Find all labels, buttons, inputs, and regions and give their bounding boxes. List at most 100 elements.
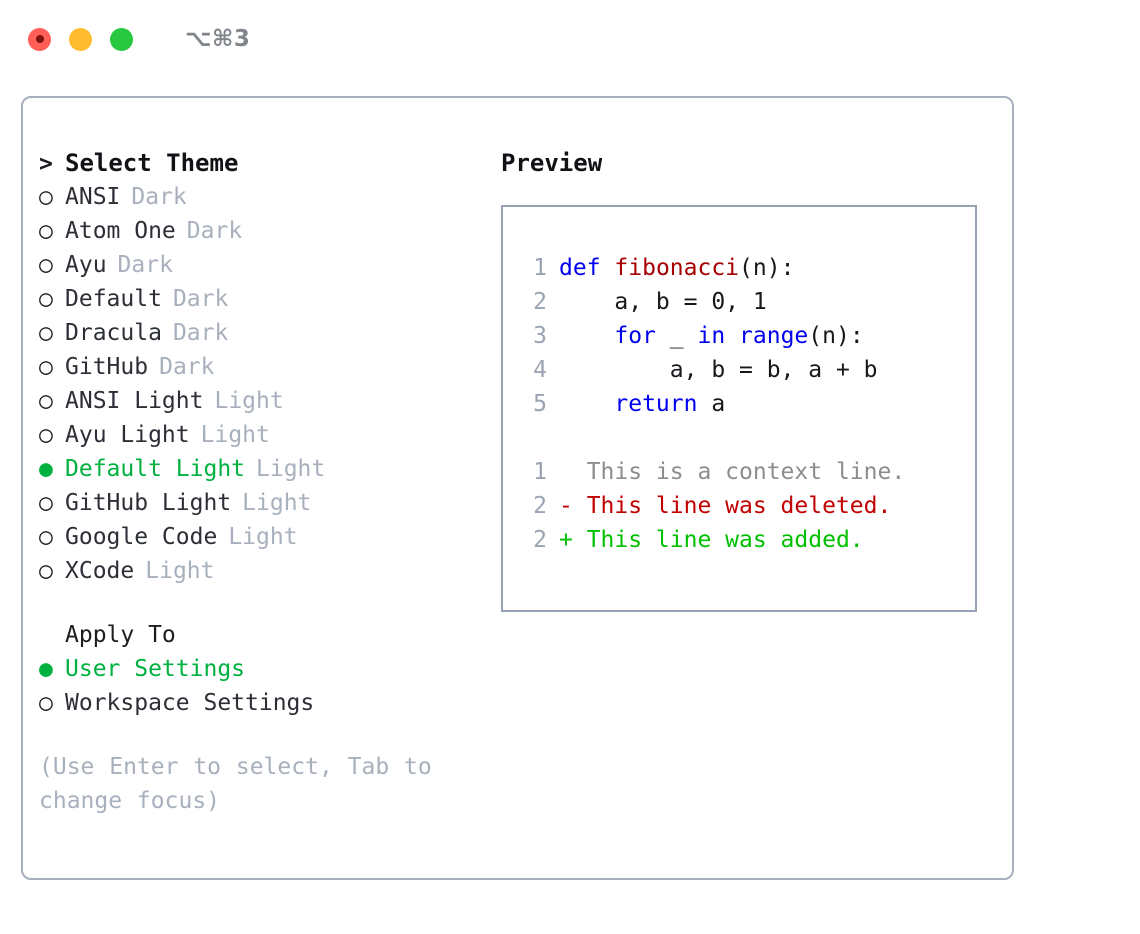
- code-token: [559, 323, 614, 349]
- apply-to-options: ●User Settings ○ Workspace Settings: [39, 652, 469, 720]
- theme-category: Light: [145, 558, 215, 584]
- code-token: fibonacci: [614, 255, 740, 281]
- radio-unselected-icon: ○: [39, 422, 53, 448]
- radio-unselected-icon: ○: [39, 490, 53, 516]
- theme-category: Dark: [172, 286, 229, 312]
- code-token: for: [614, 323, 656, 349]
- theme-category: Light: [228, 524, 298, 550]
- line-number: 3: [533, 323, 547, 349]
- theme-name: Dracula: [65, 320, 162, 346]
- line-number: 1: [533, 459, 547, 485]
- theme-category: Light: [256, 456, 326, 482]
- prompt-caret-icon: >: [39, 151, 53, 177]
- code-text: def fibonacci(n):: [559, 251, 794, 285]
- theme-list-item[interactable]: ○ Dracula Dark: [39, 316, 469, 350]
- close-button[interactable]: [28, 27, 51, 51]
- diff-text: - This line was deleted.: [559, 493, 892, 519]
- theme-category: Light: [214, 388, 284, 414]
- theme-name: Default Light: [65, 456, 246, 482]
- line-number: 2: [533, 289, 547, 315]
- title-bar: ⌥⌘3: [0, 0, 1140, 78]
- theme-category: Dark: [131, 184, 187, 210]
- line-number: 1: [533, 255, 547, 281]
- line-number: 2: [533, 493, 547, 519]
- theme-category: Dark: [186, 218, 243, 244]
- theme-list-item[interactable]: ○ Ayu Light Light: [39, 418, 469, 452]
- select-theme-heading: > Select Theme: [39, 146, 469, 180]
- radio-unselected-icon: ○: [39, 354, 53, 380]
- theme-list-item[interactable]: ○ Ayu Dark: [39, 248, 469, 282]
- diff-line: 2 - This line was deleted.: [517, 489, 975, 523]
- radio-unselected-icon: ○: [39, 388, 53, 414]
- radio-unselected-icon: ○: [39, 558, 53, 584]
- code-token: range: [739, 323, 809, 349]
- code-text: for _ in range(n):: [559, 319, 864, 353]
- radio-unselected-icon: ○: [39, 524, 53, 550]
- apply-to-option-label: Workspace Settings: [65, 690, 315, 716]
- radio-unselected-icon: ○: [39, 320, 53, 346]
- radio-unselected-icon: ○: [39, 286, 53, 312]
- maximize-button[interactable]: [110, 27, 133, 51]
- code-token: [725, 323, 739, 349]
- theme-name: GitHub Light: [65, 490, 232, 516]
- code-token: def: [559, 255, 601, 281]
- keyboard-hint: (Use Enter to select, Tab to change focu…: [39, 754, 432, 814]
- line-number: 5: [533, 391, 547, 417]
- radio-unselected-icon: ○: [39, 184, 53, 210]
- preview-spacer: [517, 421, 975, 455]
- theme-category: Dark: [159, 354, 215, 380]
- line-number: 2: [533, 527, 547, 553]
- diff-line: 1 This is a context line.: [517, 455, 975, 489]
- theme-name: Ayu Light: [65, 422, 190, 448]
- theme-name: Default: [65, 286, 162, 312]
- theme-list-item[interactable]: ○ ANSI Dark: [39, 180, 469, 214]
- code-line: 3 for _ in range(n):: [517, 319, 975, 353]
- theme-name: Ayu: [65, 252, 107, 278]
- theme-list-item[interactable]: ○ Default Dark: [39, 282, 469, 316]
- code-token: a: [697, 391, 726, 417]
- diff-text: This is a context line.: [559, 459, 906, 485]
- preview-label: Preview: [501, 149, 603, 177]
- theme-name: ANSI Light: [65, 388, 204, 414]
- code-token: (n):: [808, 323, 864, 349]
- window-controls: [28, 27, 133, 51]
- code-token: a, b = b, a + b: [559, 357, 878, 383]
- line-number: 4: [533, 357, 547, 383]
- code-line: 1 def fibonacci(n):: [517, 251, 975, 285]
- apply-to-heading: Apply To: [39, 618, 469, 652]
- theme-name: XCode: [65, 558, 135, 584]
- code-text: return a: [559, 387, 725, 421]
- code-token: [559, 391, 614, 417]
- apply-to-spacer-icon: [39, 618, 65, 652]
- code-line: 4 a, b = b, a + b: [517, 353, 975, 387]
- minimize-button[interactable]: [69, 27, 92, 51]
- code-line: 5 return a: [517, 387, 975, 421]
- theme-category: Dark: [172, 320, 229, 346]
- radio-unselected-icon: ○: [39, 252, 53, 278]
- apply-to-option-label: User Settings: [65, 656, 246, 682]
- apply-to-option[interactable]: ●User Settings: [39, 652, 469, 686]
- apply-to-option[interactable]: ○ Workspace Settings: [39, 686, 469, 720]
- code-token: in: [697, 323, 726, 349]
- theme-list-item[interactable]: ○ ANSI Light Light: [39, 384, 469, 418]
- theme-name: ANSI: [65, 184, 121, 210]
- code-token: return: [614, 391, 698, 417]
- code-token: [601, 255, 615, 281]
- theme-list-item[interactable]: ○ XCode Light: [39, 554, 469, 588]
- apply-to-label: Apply To: [65, 622, 176, 648]
- code-token: _: [655, 323, 698, 349]
- code-token: (n):: [739, 255, 795, 281]
- radio-unselected-icon: ○: [39, 690, 53, 716]
- diff-text: + This line was added.: [559, 527, 864, 553]
- theme-category: Dark: [117, 252, 173, 278]
- theme-category: Light: [200, 422, 270, 448]
- diff-line: 2 + This line was added.: [517, 523, 975, 557]
